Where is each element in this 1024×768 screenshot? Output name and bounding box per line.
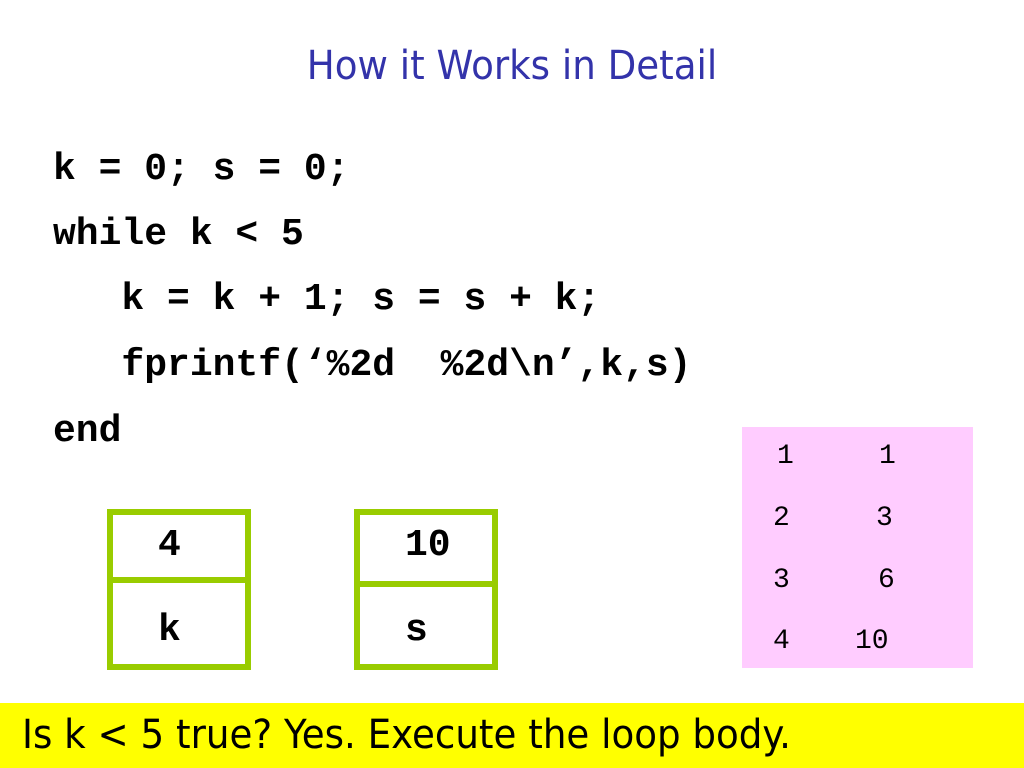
output-s-value: 3: [876, 503, 893, 534]
output-k-value: 3: [773, 565, 790, 596]
variable-value-s: 10: [405, 524, 451, 567]
output-panel: 1 1 2 3 3 6 4 10: [742, 427, 973, 668]
output-k-value: 4: [773, 626, 790, 657]
variable-name-s: s: [405, 609, 428, 652]
variable-name-k: k: [158, 609, 181, 652]
variable-box-divider: [113, 577, 245, 583]
status-text: Is k < 5 true? Yes. Execute the loop bod…: [22, 712, 791, 758]
output-s-value: 6: [878, 565, 895, 596]
variable-box-k: 4 k: [107, 509, 251, 670]
output-s-value: 1: [879, 441, 896, 472]
output-k-value: 2: [773, 503, 790, 534]
output-k-value: 1: [777, 441, 794, 472]
slide-title: How it Works in Detail: [306, 43, 718, 89]
output-s-value: 10: [855, 626, 889, 657]
code-line-3: k = k + 1; s = s + k;: [53, 278, 601, 321]
code-line-2: while k < 5: [53, 213, 304, 256]
status-bar: Is k < 5 true? Yes. Execute the loop bod…: [0, 703, 1024, 768]
variable-box-divider: [360, 581, 492, 587]
variable-box-s: 10 s: [354, 509, 498, 670]
code-line-1: k = 0; s = 0;: [53, 148, 350, 191]
code-line-5: end: [53, 410, 122, 453]
code-line-4: fprintf(‘%2d %2d\n’,k,s): [53, 344, 692, 387]
variable-value-k: 4: [158, 524, 181, 567]
